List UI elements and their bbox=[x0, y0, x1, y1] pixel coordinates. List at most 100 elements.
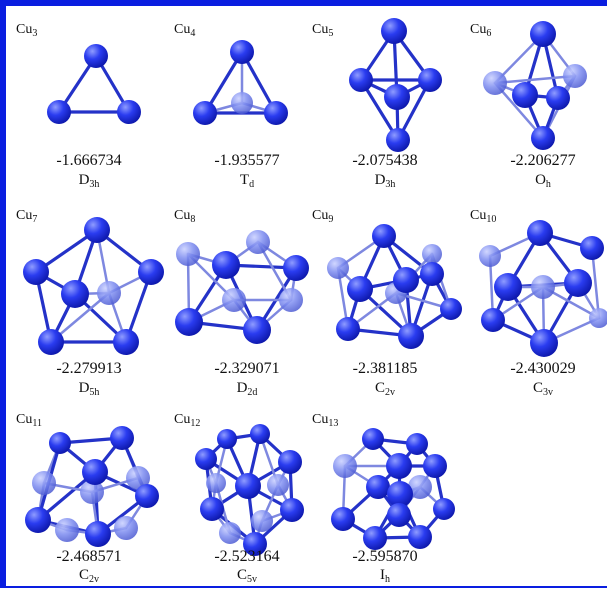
cu8-atom bbox=[246, 230, 270, 254]
cluster-cu10: Cu10 -2.430029 C3v bbox=[468, 208, 607, 398]
cu10-atom bbox=[479, 245, 501, 267]
cu9-atom bbox=[347, 276, 373, 302]
cluster-label: Cu12 bbox=[174, 412, 201, 429]
cu12-atom bbox=[250, 424, 270, 444]
cu12-atom bbox=[206, 473, 226, 493]
cu7-atom bbox=[23, 259, 49, 285]
cu10-atom bbox=[589, 308, 607, 328]
cu5-atom bbox=[349, 68, 373, 92]
cluster-energy: -2.430029 bbox=[510, 360, 576, 377]
cu12-atom bbox=[217, 429, 237, 449]
cluster-label: Cu4 bbox=[174, 22, 196, 39]
point-group-symmetry: D3h bbox=[78, 172, 100, 190]
cu10-atom bbox=[494, 273, 522, 301]
figure-frame bbox=[0, 0, 607, 588]
point-group-symmetry: C5v bbox=[236, 567, 257, 585]
cluster-cu12: Cu12 -2.523164 C5v bbox=[172, 412, 322, 602]
cu13-atom bbox=[387, 503, 411, 527]
cluster-energy: -2.329071 bbox=[214, 360, 280, 377]
cluster-cu5: Cu5 -2.075438 D3h bbox=[310, 22, 460, 212]
cu13-atom bbox=[331, 507, 355, 531]
cu8-atom bbox=[283, 255, 309, 281]
cu9-atom bbox=[372, 224, 396, 248]
cu6-atom bbox=[546, 86, 570, 110]
cu9-atom bbox=[440, 298, 462, 320]
cluster-structures-canvas bbox=[23, 18, 607, 556]
cu3-atom bbox=[117, 100, 141, 124]
cu13-atom bbox=[423, 454, 447, 478]
cu8-atom bbox=[243, 316, 271, 344]
cu13-atom bbox=[386, 453, 412, 479]
point-group-symmetry: D2d bbox=[236, 380, 258, 398]
point-group-symmetry: C3v bbox=[532, 380, 553, 398]
cu13-atom bbox=[387, 481, 413, 507]
cluster-energy: -1.935577 bbox=[214, 152, 280, 169]
cu12-atom bbox=[267, 474, 289, 496]
point-group-symmetry: Td bbox=[239, 172, 255, 190]
cluster-label: Cu6 bbox=[470, 22, 492, 39]
cluster-label: Cu3 bbox=[16, 22, 38, 39]
cluster-label: Cu8 bbox=[174, 208, 196, 225]
cu6-atom bbox=[531, 126, 555, 150]
cu12-atom bbox=[280, 498, 304, 522]
cu7-atom bbox=[61, 280, 89, 308]
point-group-symmetry: C2v bbox=[78, 567, 99, 585]
cluster-energy: -2.468571 bbox=[56, 548, 122, 565]
cu13-atom bbox=[362, 428, 384, 450]
cu9-atom bbox=[420, 262, 444, 286]
cu5-atom bbox=[381, 18, 407, 44]
cu10-atom bbox=[531, 275, 555, 299]
cu8-atom bbox=[279, 288, 303, 312]
cluster-cu13: Cu13 -2.595870 Ih bbox=[310, 412, 460, 602]
cluster-energy: -1.666734 bbox=[56, 152, 122, 169]
cu11-atom bbox=[32, 471, 56, 495]
cu6-atom bbox=[512, 82, 538, 108]
cu10-atom bbox=[580, 236, 604, 260]
cluster-label: Cu13 bbox=[312, 412, 339, 429]
cu13-atom bbox=[433, 498, 455, 520]
cu11-atom bbox=[82, 459, 108, 485]
cu13-atom bbox=[366, 475, 390, 499]
cu12-atom bbox=[219, 522, 241, 544]
cu6-atom bbox=[563, 64, 587, 88]
cluster-energy: -2.075438 bbox=[352, 152, 418, 169]
cluster-label: Cu9 bbox=[312, 208, 334, 225]
point-group-symmetry: Oh bbox=[535, 172, 551, 190]
cu12-atom bbox=[278, 450, 302, 474]
cu4-atom bbox=[231, 92, 253, 114]
cu11-atom bbox=[80, 480, 104, 504]
cu11-atom bbox=[85, 521, 111, 547]
cluster-cu4: Cu4 -1.935577 Td bbox=[172, 22, 322, 212]
cluster-cu6: Cu6 -2.206277 Oh bbox=[468, 22, 607, 212]
cu11-atom bbox=[114, 516, 138, 540]
cu13-atom bbox=[333, 454, 357, 478]
cu13-atom bbox=[363, 526, 387, 550]
cu9-atom bbox=[398, 323, 424, 349]
cluster-energy: -2.206277 bbox=[510, 152, 576, 169]
atoms-layer bbox=[23, 18, 607, 556]
cu4-atom bbox=[193, 101, 217, 125]
cu11-atom bbox=[55, 518, 79, 542]
cu8-atom bbox=[176, 242, 200, 266]
cluster-cu11: Cu11 -2.468571 C2v bbox=[14, 412, 164, 602]
cu11-atom bbox=[25, 507, 51, 533]
cu10-atom bbox=[481, 308, 505, 332]
cluster-cu3: Cu3 -1.666734 D3h bbox=[14, 22, 164, 212]
cu9-atom bbox=[336, 317, 360, 341]
cluster-energy: -2.279913 bbox=[56, 360, 122, 377]
point-group-symmetry: D5h bbox=[78, 380, 100, 398]
cu3-atom bbox=[84, 44, 108, 68]
cluster-energy: -2.523164 bbox=[214, 548, 280, 565]
cluster-cu7: Cu7 -2.279913 D5h bbox=[14, 208, 164, 398]
cu12-atom bbox=[251, 510, 273, 532]
cu7-atom bbox=[138, 259, 164, 285]
cu10-atom bbox=[564, 269, 592, 297]
cu11-atom bbox=[135, 484, 159, 508]
cu7-atom bbox=[97, 281, 121, 305]
cluster-label: Cu11 bbox=[16, 412, 42, 429]
cluster-label: Cu5 bbox=[312, 22, 334, 39]
cu4-atom bbox=[264, 101, 288, 125]
point-group-symmetry: D3h bbox=[374, 172, 396, 190]
cu8-atom bbox=[222, 288, 246, 312]
cu12-atom bbox=[243, 532, 267, 556]
